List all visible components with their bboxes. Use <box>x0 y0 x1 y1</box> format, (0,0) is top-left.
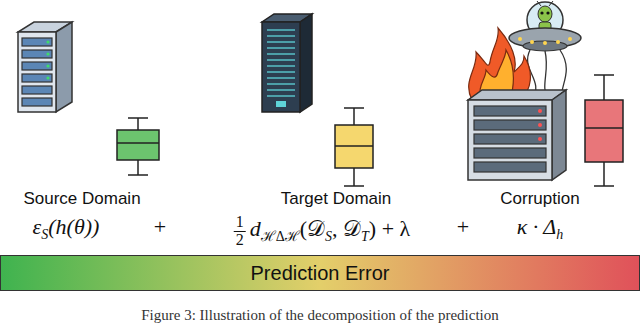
formula-symbol: h <box>556 227 563 242</box>
corruption-boxplot <box>585 75 623 186</box>
formula-symbol: + <box>457 214 469 239</box>
target-boxplot <box>335 108 373 186</box>
fraction: 12 <box>234 214 246 249</box>
domain-label: Source Domain <box>23 189 140 209</box>
gradient-bar: Prediction Error <box>0 255 640 291</box>
source-boxplot <box>117 118 159 175</box>
formula-symbol: + <box>154 214 166 239</box>
formula-symbol: S <box>41 227 48 242</box>
formula-symbol: T <box>361 229 369 244</box>
formula-term: + <box>154 214 166 240</box>
corrupted-server <box>468 90 566 180</box>
figure-caption: Figure 3: Illustration of the decomposit… <box>141 307 498 324</box>
domain-label: Corruption <box>500 189 579 209</box>
formula-term: + <box>457 214 469 240</box>
domain-label: Target Domain <box>281 189 392 209</box>
fraction-part: 1 <box>234 214 246 232</box>
target-server <box>262 14 312 112</box>
bar-label: Prediction Error <box>251 262 390 285</box>
formula-term: εS(h(θ)) <box>33 214 100 243</box>
formula-term: κ · Δh <box>517 214 564 243</box>
fraction-part: 2 <box>236 232 244 249</box>
formula-symbol: ℋΔℋ <box>261 229 300 244</box>
formula-symbol: (h(θ)) <box>48 214 99 239</box>
formula-symbol: , 𝒟 <box>332 216 361 241</box>
fire <box>469 28 531 100</box>
source-server <box>18 22 72 112</box>
formula-symbol: ε <box>33 214 42 239</box>
formula-symbol: S <box>325 229 332 244</box>
formula-symbol: κ · Δ <box>517 214 557 239</box>
formula-symbol: d <box>250 216 261 241</box>
formula-symbol: (𝒟 <box>300 216 325 241</box>
formula-symbol: ) + λ <box>369 216 410 241</box>
formula-term: 12dℋΔℋ(𝒟S, 𝒟T) + λ <box>234 214 411 249</box>
